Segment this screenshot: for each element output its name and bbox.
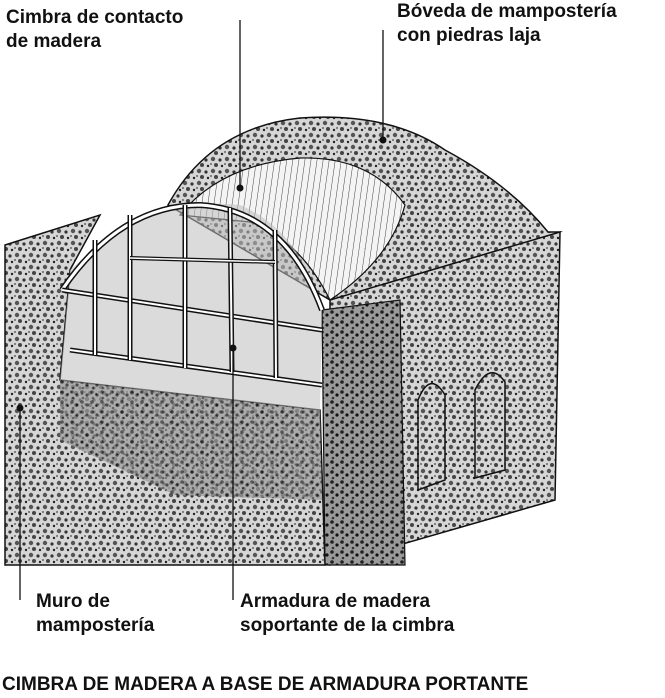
formwork-lagging	[178, 157, 406, 301]
label-line: Cimbra de contacto	[6, 7, 184, 28]
label-line: soportante de la cimbra	[240, 615, 455, 636]
figure-caption: CIMBRA DE MADERA A BASE DE ARMADURA PORT…	[2, 674, 529, 695]
label-line: mampostería	[36, 615, 155, 636]
right-pier	[321, 299, 406, 566]
leader-lines	[19, 20, 384, 600]
timber-truss	[59, 201, 325, 388]
label-line: Bóveda de mampostería	[397, 1, 617, 22]
label-line: de madera	[6, 31, 102, 52]
wall-niche-2	[474, 372, 506, 479]
floor-shadow	[60, 380, 322, 500]
label-armadura: Armadura de madera soportante de la cimb…	[240, 590, 454, 638]
label-line: Armadura de madera	[240, 591, 431, 612]
label-boveda: Bóveda de mampostería con piedras laja	[397, 0, 617, 48]
label-line: con piedras laja	[397, 25, 541, 46]
label-line: Muro de	[36, 591, 110, 612]
label-cimbra-contacto: Cimbra de contacto de madera	[6, 6, 183, 54]
label-muro: Muro de mampostería	[36, 590, 154, 638]
wall-niche	[417, 383, 446, 492]
leader-dots	[16, 136, 387, 412]
